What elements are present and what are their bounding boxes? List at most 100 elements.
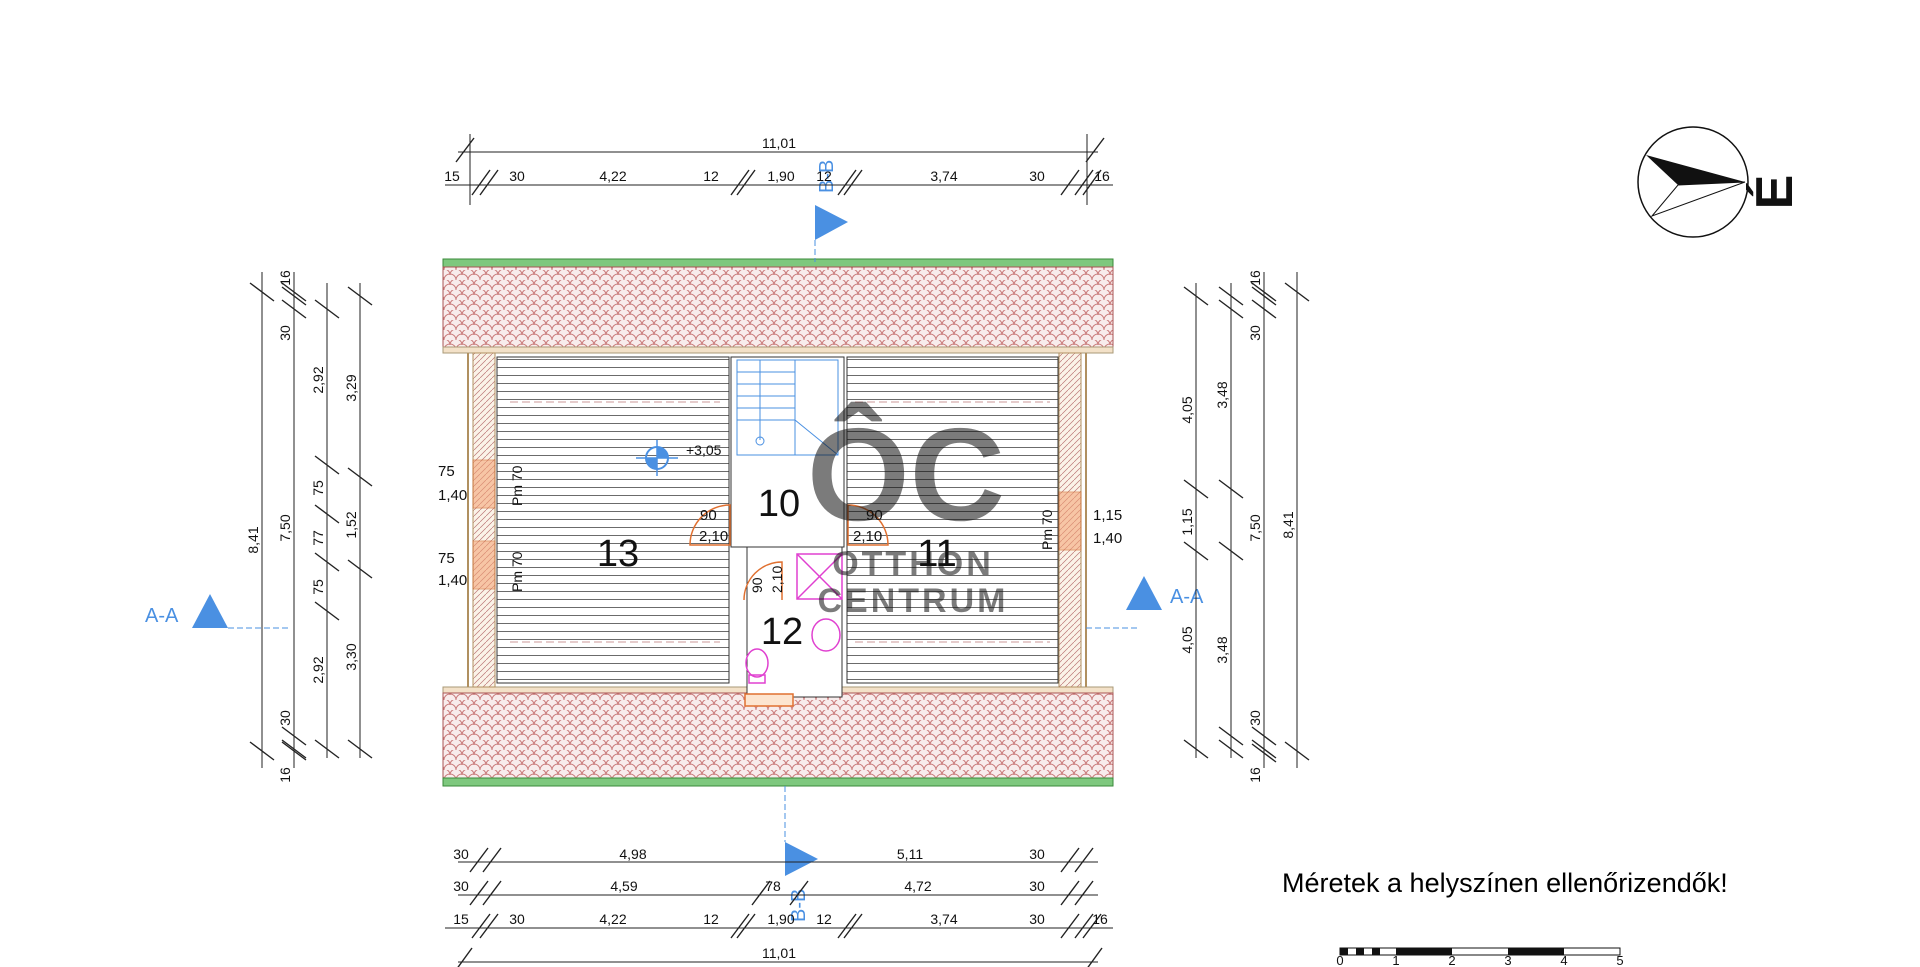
bottom-r3-dim-4: 12 <box>703 911 719 927</box>
right-edge-dim-4: 16 <box>1247 767 1263 783</box>
scale-1: 1 <box>1392 953 1399 967</box>
windows <box>472 459 1082 590</box>
section-bb-bottom-arrow <box>785 842 818 876</box>
window-3-width: 1,15 <box>1093 507 1122 524</box>
scale-4: 4 <box>1560 953 1567 967</box>
left-c3-dim-2: 30 <box>277 325 293 341</box>
staircase <box>736 359 839 456</box>
top-dim-6: 12 <box>816 168 832 184</box>
left-c5-dim-3: 3,30 <box>343 643 359 670</box>
section-aa-right-label: A-A <box>1170 586 1204 608</box>
scale-bar: 0 1 2 3 4 5 <box>1336 947 1624 967</box>
section-aa-left-arrow <box>192 594 228 628</box>
left-c5-dim-1: 3,29 <box>343 374 359 401</box>
top-dim-5: 1,90 <box>767 168 794 184</box>
right-edge-dim-3: 30 <box>1247 710 1263 726</box>
right-c1-dim-3: 4,05 <box>1179 626 1195 653</box>
left-dimensions: 8,41 7,50 16 30 30 16 2,92 75 77 75 2,92… <box>245 270 373 783</box>
top-dim-1: 15 <box>444 168 460 184</box>
watermark-line2: CENTRUM <box>818 582 1009 620</box>
bottom-r2-dim-5: 30 <box>1029 878 1045 894</box>
door-2-height: 2,10 <box>853 528 882 545</box>
window-3-height: 1,40 <box>1093 530 1122 547</box>
room-11-label: 11 <box>917 533 956 575</box>
bottom-r2-dim-4: 4,72 <box>904 878 931 894</box>
bottom-r3-dim-5: 1,90 <box>767 911 794 927</box>
bottom-r3-dim-2: 30 <box>509 911 525 927</box>
door-3-width: 90 <box>749 577 765 593</box>
top-dim-9: 16 <box>1094 168 1110 184</box>
bottom-total-dim: 11,01 <box>762 945 796 961</box>
left-c3-dim-4: 16 <box>277 767 293 783</box>
doors <box>689 504 889 707</box>
roof-bottom <box>442 686 1114 787</box>
left-c4-dim-5: 2,92 <box>310 656 326 683</box>
section-bb-bottom-label: B-B <box>788 889 810 922</box>
level-mark-text: +3,05 <box>686 442 722 458</box>
top-total-dim: 11,01 <box>762 135 796 151</box>
bottom-dimensions: 30 4,98 5,11 30 30 4,59 78 4,72 30 15 30… <box>445 846 1113 967</box>
window-1-sill: Pm 70 <box>509 465 525 506</box>
watermark-logo: ÔC <box>807 401 1005 548</box>
top-dim-2: 30 <box>509 168 525 184</box>
right-total-dim: 8,41 <box>1280 511 1296 538</box>
door-3-height: 2,10 <box>769 566 785 593</box>
window-1-height: 1,40 <box>438 487 467 504</box>
door-1-width: 90 <box>700 507 717 524</box>
door-2-width: 90 <box>866 507 883 524</box>
left-inner-dim: 7,50 <box>277 514 293 541</box>
bottom-r3-dim-9: 16 <box>1092 911 1108 927</box>
left-c3-dim-1: 16 <box>277 270 293 286</box>
bottom-r3-dim-7: 3,74 <box>930 911 957 927</box>
window-2-sill: Pm 70 <box>509 551 525 592</box>
verify-dimensions-note: Méretek a helyszínen ellenőrizendők! <box>1282 868 1728 898</box>
top-dimensions: 11,01 15 30 4,22 12 1,90 12 3,74 30 16 <box>444 134 1113 205</box>
scale-2: 2 <box>1448 953 1455 967</box>
bottom-r1-dim-1: 30 <box>453 846 469 862</box>
bottom-r3-dim-6: 12 <box>816 911 832 927</box>
bathroom-fixtures <box>745 553 843 684</box>
bottom-r2-dim-1: 30 <box>453 878 469 894</box>
room-10-label: 10 <box>758 483 800 525</box>
bottom-r3-dim-1: 15 <box>453 911 469 927</box>
room-numbers: 13 10 11 12 <box>597 483 957 653</box>
right-c1-dim-1: 4,05 <box>1179 396 1195 423</box>
toilet-icon <box>745 648 769 678</box>
right-c1-dim-2: 1,15 <box>1179 508 1195 535</box>
section-bb-top-arrow <box>815 205 848 240</box>
door-1-height: 2,10 <box>699 528 728 545</box>
bottom-r3-dim-8: 30 <box>1029 911 1045 927</box>
top-dim-4: 12 <box>703 168 719 184</box>
north-arrow: É <box>1637 126 1804 238</box>
left-c4-dim-3: 77 <box>310 530 326 546</box>
window-3-sill: Pm 70 <box>1039 509 1055 550</box>
right-c2-dim-1: 3,48 <box>1214 381 1230 408</box>
room-12-label: 12 <box>761 611 803 653</box>
shower-icon <box>796 553 843 600</box>
watermark-line1: OTTHON <box>832 545 994 583</box>
bottom-r2-dim-3: 78 <box>765 878 781 894</box>
left-c5-dim-2: 1,52 <box>343 511 359 538</box>
bottom-r2-dim-2: 4,59 <box>610 878 637 894</box>
right-c2-dim-2: 3,48 <box>1214 636 1230 663</box>
top-dim-3: 4,22 <box>599 168 626 184</box>
right-dimensions: 4,05 1,15 4,05 3,48 3,48 7,50 16 30 30 1… <box>1179 270 1310 783</box>
opening-labels: 75 1,40 Pm 70 75 1,40 Pm 70 1,15 1,40 Pm… <box>438 463 1122 593</box>
window-2-width: 75 <box>438 550 455 567</box>
right-edge-dim-1: 16 <box>1247 270 1263 286</box>
window-2-height: 1,40 <box>438 572 467 589</box>
sink-icon <box>811 618 841 652</box>
level-mark: +3,05 <box>636 440 722 476</box>
window-1-width: 75 <box>438 463 455 480</box>
top-dim-7: 3,74 <box>930 168 957 184</box>
watermark: ÔC OTTHON CENTRUM <box>807 401 1009 620</box>
left-c4-dim-2: 75 <box>310 480 326 496</box>
room-floors <box>496 356 1059 698</box>
bottom-r1-dim-2: 4,98 <box>619 846 646 862</box>
section-aa-left-label: A-A <box>145 605 179 627</box>
bottom-r3-dim-3: 4,22 <box>599 911 626 927</box>
bottom-r1-dim-3: 5,11 <box>897 846 923 862</box>
top-dim-8: 30 <box>1029 168 1045 184</box>
left-total-dim: 8,41 <box>245 526 261 553</box>
